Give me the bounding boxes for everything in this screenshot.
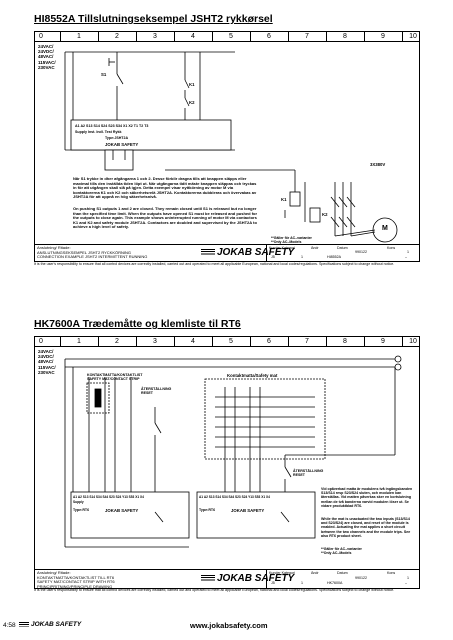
diagram2-legend-2: **Only AC–Models: [321, 551, 352, 555]
tb2-line-1: KONTAKTMATTA/KONTAKTLIST TILL RT6: [37, 574, 115, 580]
jokab-logo-icon: [19, 621, 29, 627]
unit2b-brand: JOKAB SAFETY: [231, 508, 265, 513]
page-number: 4:58: [3, 622, 16, 629]
ruler2-9: 9: [381, 338, 385, 345]
unit2a-terminals: A1 A2 S13 S14 S34 S44 S23 S24 Y13 S53 X1…: [73, 495, 144, 499]
diagram2-ruler: 0 1 2 3 4 5 6 7 8 9 10: [35, 337, 419, 347]
jokab-logo-icon: [201, 249, 215, 256]
strip2-label: Kontaktmatta/Safety mat: [227, 373, 278, 378]
diagram1-ruler: 0 1 2 3 4 5 6 7 8 9 10: [35, 32, 419, 42]
k1-label: K1: [189, 82, 195, 87]
diagram1-titleblock: Anslutning/ Ritade: ANSLUTNINGSEKSEMPEL …: [34, 244, 420, 262]
ruler-3: 3: [153, 33, 157, 40]
ruler-7: 7: [305, 33, 309, 40]
ruler2-10: 10: [409, 338, 417, 345]
reset1b-label: RESET: [141, 391, 153, 395]
jokab-logo-icon: [201, 575, 215, 582]
strip1-label: KONTAKTMATTA/KONTAKTLIST: [87, 373, 143, 377]
tb1-line-1: ANSLUTNINGSEKSEMPEL JSHT2 RYCKKÖRNING: [37, 249, 132, 255]
reset1-label: ÅTERSTÄLLNING: [141, 387, 172, 391]
ruler-0: 0: [39, 33, 43, 40]
voltage-3phase: 3X380V: [370, 162, 386, 167]
tb1-line-2: CONNECTION EXAMPLE JSHT2 INTERMITTENT RU…: [37, 254, 148, 260]
diagram2-title: HK7600A Trædemåtte og klemliste til RT6: [34, 318, 241, 330]
diagram2-description: Vid opåverkad matta är modulens två ingå…: [321, 487, 413, 508]
k2b-label: K2: [322, 212, 328, 217]
diagram2-titleblock: Anslutning/ Ritade: KONTAKTMATTA/KONTAKT…: [34, 569, 420, 589]
ruler2-0: 0: [39, 338, 43, 345]
tb2-line-0: Anslutning/ Ritade:: [37, 570, 71, 575]
ruler2-5: 5: [229, 338, 233, 345]
unit2b-type: Type:RT6: [199, 508, 216, 512]
unit1-terminals: A1 A2 S13 S14 S24 S23 S34 X1 X2 T1 T2 T3: [75, 124, 149, 128]
diagram1-wiring: [64, 51, 398, 243]
diagram1-legend-1: **Gäller för AC–varianter: [271, 236, 312, 240]
unit2b-terminals: A1 A2 S13 S14 S34 S44 S23 S24 Y13 S53 X1…: [199, 495, 270, 499]
motor-label: M: [382, 225, 388, 232]
reset2-label: ÅTERSTÄLLNING: [293, 469, 324, 473]
unit1-type: Type:JSHT2A: [105, 136, 129, 140]
diagram2-legend-1: **Gäller för AC–varianter: [321, 547, 362, 551]
unit2a-supply: Supply: [73, 500, 84, 504]
diagram1-voltages: 24VAC/24VDC/ 48VAC/115VAC/ 230VAC: [38, 44, 56, 70]
reset2b-label: RESET: [293, 473, 305, 477]
unit2a-brand: JOKAB SAFETY: [105, 508, 139, 513]
diagram1-sheet: 0 1 2 3 4 5 6 7 8 9 10 24VAC/24VDC/ 48VA…: [34, 31, 420, 262]
diagram2-description-en: While the mat is unactuated the two inpu…: [321, 517, 411, 538]
ruler2-1: 1: [77, 338, 81, 345]
strip1b-label: SAFETY MAT/CONTACT STRIP: [87, 377, 140, 381]
ruler-10: 10: [409, 33, 417, 40]
tb1-logo: JOKAB SAFETY: [201, 247, 294, 258]
tb2-line-3: PRINCIPRITNING/PRINCIPLE DRAWING: [37, 583, 113, 589]
page-footer: 4:58 JOKAB SAFETY www.jokabsafety.com: [0, 621, 453, 633]
ruler2-6: 6: [267, 338, 271, 345]
diagram1-note: It is the user's responsibility to ensur…: [34, 262, 395, 266]
ruler-4: 4: [191, 33, 195, 40]
diagram1-description-en: On pushing S1 outputs 1 and 2 are closed…: [73, 206, 258, 230]
diagram2-voltages: 24VAC/24VDC/ 48VAC/115VAC/ 230VAC: [38, 349, 56, 375]
ruler-1: 1: [77, 33, 81, 40]
unit2a-type: Type:RT6: [73, 508, 90, 512]
tb1-line-0: Anslutning/ Ritade:: [37, 245, 71, 250]
footer-website[interactable]: www.jokabsafety.com: [190, 621, 268, 630]
ruler2-3: 3: [153, 338, 157, 345]
unit1-supply: Supply Inst. Indl. Test Rykk: [75, 130, 122, 134]
tb2-grid: Kunder Kategori Ändr Datum Kons J5 1 HK7…: [266, 570, 419, 588]
diagram1-description: Når S1 trykke in dher afgångarna 1 och 2…: [73, 176, 257, 200]
ruler-5: 5: [229, 33, 233, 40]
s1-label: S1: [101, 72, 107, 77]
ruler2-7: 7: [305, 338, 309, 345]
footer-logo: JOKAB SAFETY: [19, 621, 81, 628]
ruler-9: 9: [381, 33, 385, 40]
diagram2-sheet: 0 1 2 3 4 5 6 7 8 9 10 24VAC/24VDC/ 48VA…: [34, 336, 420, 589]
ruler-6: 6: [267, 33, 271, 40]
ruler2-8: 8: [343, 338, 347, 345]
ruler2-4: 4: [191, 338, 195, 345]
k2-label: K2: [189, 100, 195, 105]
diagram2-note: It is the user's responsibility to ensur…: [34, 588, 395, 592]
unit1-brand: JOKAB SAFETY: [105, 142, 139, 147]
diagram1-title: HI8552A Tillslutningseksempel JSHT2 rykk…: [34, 13, 273, 25]
k1b-label: K1: [281, 197, 287, 202]
ruler2-2: 2: [115, 338, 119, 345]
diagram1-legend-2: **Only AC–Models: [271, 240, 302, 244]
diagram2-wiring: [64, 355, 402, 548]
tb2-line-2: SAFETY MAT/CONTACT STRIP WITH RT6: [37, 579, 115, 585]
tb2-logo: JOKAB SAFETY: [201, 573, 294, 584]
ruler-8: 8: [343, 33, 347, 40]
ruler-2: 2: [115, 33, 119, 40]
tb1-grid: Kunder Kategori Ändr Datum Kons J5 1 HI8…: [266, 245, 419, 261]
